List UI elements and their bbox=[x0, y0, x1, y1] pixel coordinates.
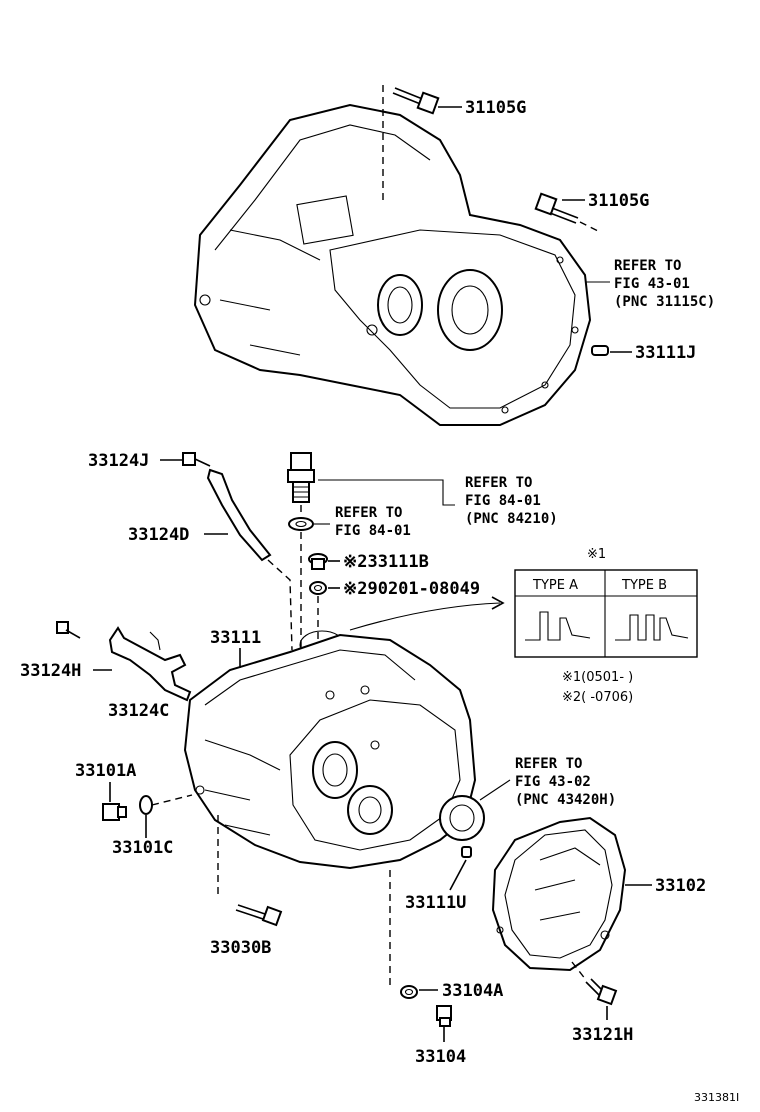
bolt-33124H bbox=[56, 621, 81, 639]
gasket-290201 bbox=[309, 581, 327, 595]
ref2-line2: FIG 84-01 bbox=[465, 493, 541, 509]
part-label-33111B: ※233111B bbox=[343, 552, 429, 572]
ref4-line3: (PNC 43420H) bbox=[515, 792, 616, 808]
part-label-33124J: 33124J bbox=[88, 451, 149, 471]
dowel-33111J bbox=[591, 345, 609, 356]
plug-33101A bbox=[102, 803, 127, 821]
part-label-33101A: 33101A bbox=[75, 761, 136, 781]
figure-code: 331381I bbox=[694, 1091, 739, 1104]
part-label-33104A: 33104A bbox=[442, 981, 503, 1001]
part-label-33104: 33104 bbox=[415, 1047, 466, 1067]
part-label-31105G-right: 31105G bbox=[588, 191, 649, 211]
leader-ref-43-02 bbox=[479, 779, 511, 801]
type-a-label: TYPE A bbox=[532, 578, 578, 593]
plug-33111B bbox=[308, 553, 328, 570]
gasket-33104A bbox=[400, 985, 418, 999]
gasket-33101C bbox=[139, 795, 153, 815]
part-label-290201: ※290201-08049 bbox=[343, 579, 480, 599]
part-label-33124H: 33124H bbox=[20, 661, 81, 681]
bolt-33030B bbox=[235, 904, 283, 927]
leader-33111U bbox=[449, 859, 467, 891]
bracket-ref-84-01 bbox=[318, 479, 455, 506]
lever-33124C bbox=[108, 626, 192, 702]
note-1: ※1(0501- ) bbox=[562, 670, 633, 685]
part-label-33101C: 33101C bbox=[112, 838, 173, 858]
bolt-33121H bbox=[585, 978, 618, 1006]
transaxle-case-33111 bbox=[183, 633, 477, 870]
clutch-housing-drawing bbox=[193, 103, 592, 426]
type-table-marker: ※1 bbox=[587, 547, 606, 562]
ref2-line1: REFER TO bbox=[465, 475, 532, 491]
type-table bbox=[514, 569, 698, 658]
dowel-33111U bbox=[461, 846, 472, 858]
part-label-33124C: 33124C bbox=[108, 701, 169, 721]
ref4-line2: FIG 43-02 bbox=[515, 774, 591, 790]
ref2-line3: (PNC 84210) bbox=[465, 511, 558, 527]
part-label-33030B: 33030B bbox=[210, 938, 271, 958]
plug-33104 bbox=[436, 1005, 452, 1027]
bolt-33124J bbox=[182, 452, 211, 467]
part-label-33124D: 33124D bbox=[128, 525, 189, 545]
bolt-31105G-right bbox=[534, 192, 601, 233]
bracket-33124D bbox=[206, 468, 272, 562]
ref1-line3: (PNC 31115C) bbox=[614, 294, 715, 310]
speed-sensor bbox=[287, 452, 315, 503]
ref3-line1: REFER TO bbox=[335, 505, 402, 521]
type-b-label: TYPE B bbox=[621, 578, 667, 593]
part-label-33111U: 33111U bbox=[405, 893, 466, 913]
note-2: ※2( -0706) bbox=[562, 690, 633, 705]
ref4-line1: REFER TO bbox=[515, 756, 582, 772]
dash-33124D bbox=[267, 559, 293, 651]
part-label-33121H: 33121H bbox=[572, 1025, 633, 1045]
arrow-to-type-table bbox=[349, 602, 501, 631]
part-label-33111J: 33111J bbox=[635, 343, 696, 363]
ref3-line2: FIG 84-01 bbox=[335, 523, 411, 539]
part-label-31105G-top: 31105G bbox=[465, 98, 526, 118]
part-label-33111: 33111 bbox=[210, 628, 261, 648]
ref1-line1: REFER TO bbox=[614, 258, 681, 274]
part-label-33102: 33102 bbox=[655, 876, 706, 896]
case-cover-33102 bbox=[491, 816, 627, 972]
ref1-line2: FIG 43-01 bbox=[614, 276, 690, 292]
oil-seal bbox=[439, 795, 485, 841]
washer-sensor bbox=[288, 517, 314, 531]
bolt-31105G-top bbox=[382, 85, 440, 205]
